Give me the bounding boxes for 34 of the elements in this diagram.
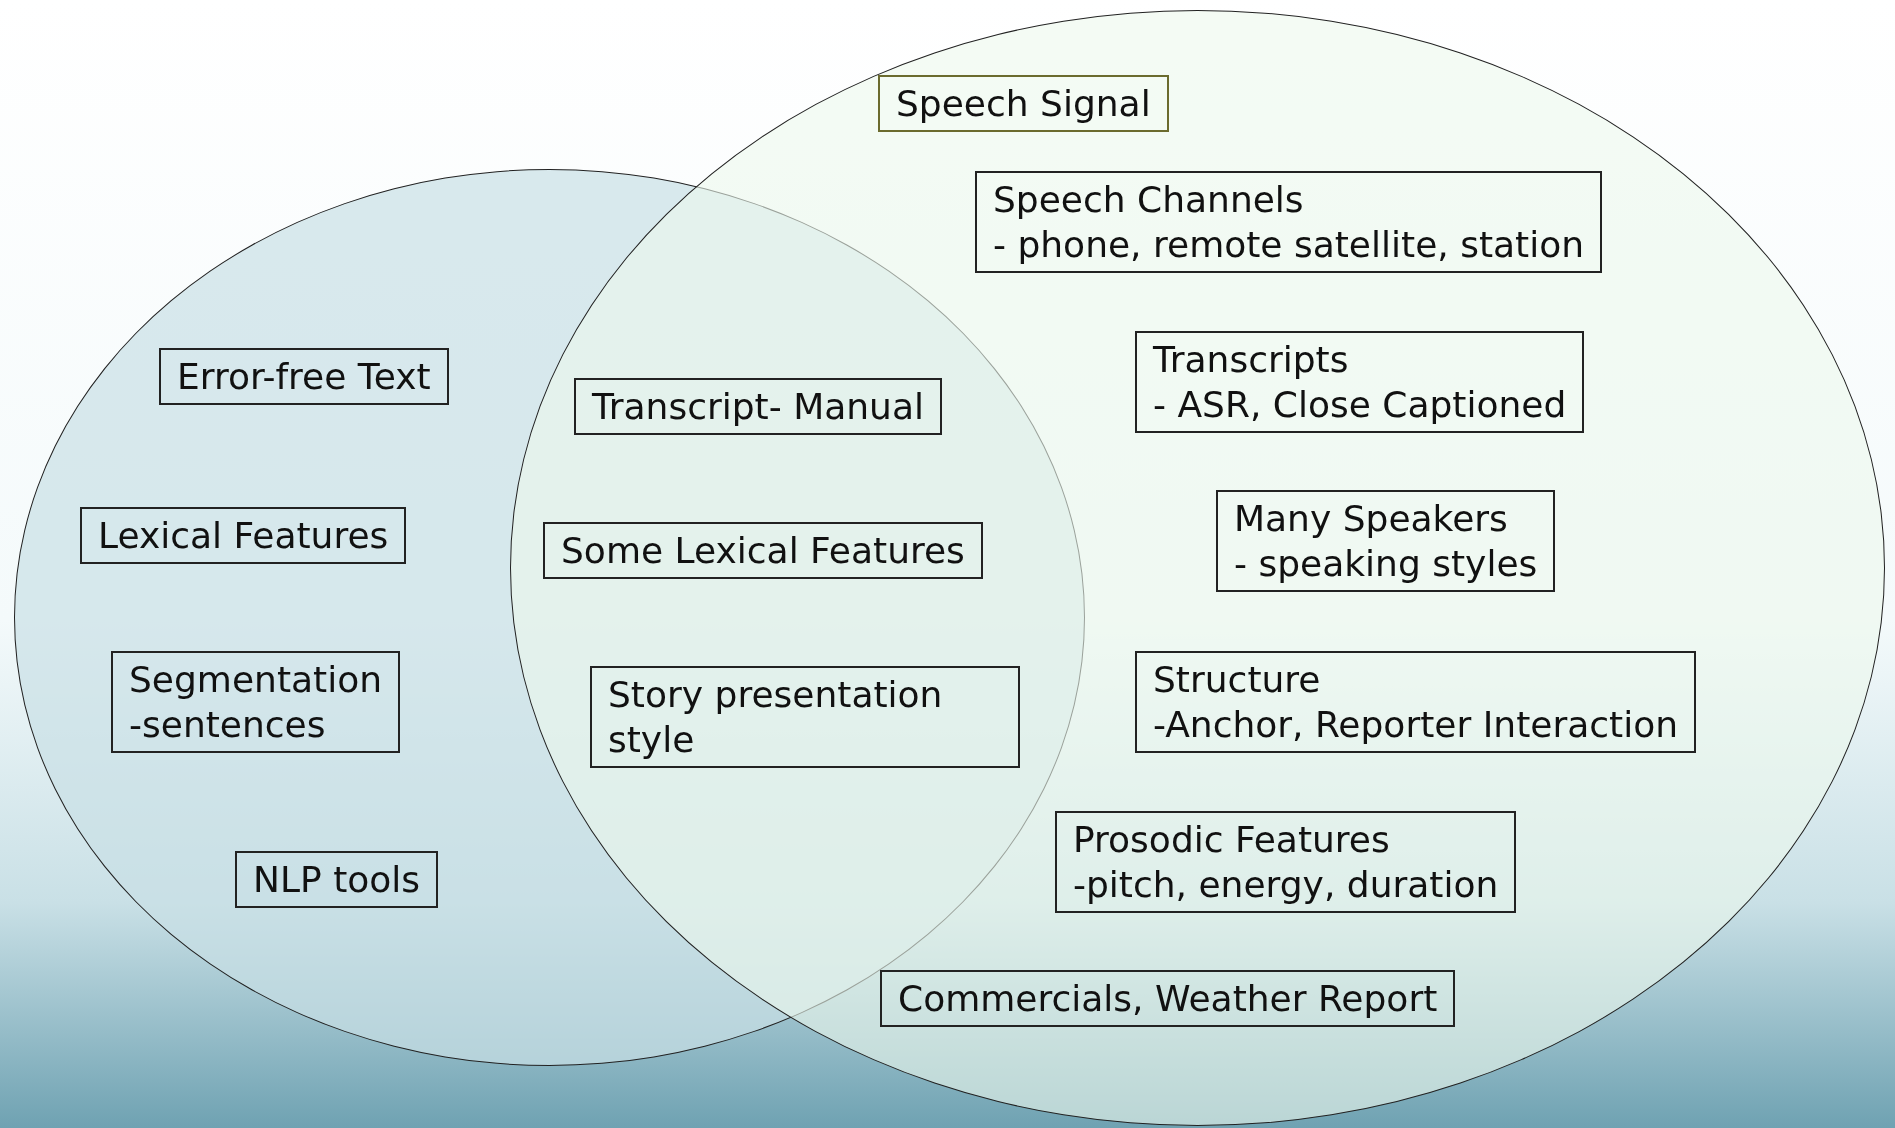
box-heading: Structure [1153,658,1322,702]
feature-box [574,378,942,435]
box-heading: NLP tools [253,858,421,902]
feature-box [878,75,1169,132]
feature-box [1055,811,1517,913]
box-detail: -Anchor, Reporter Interaction [1153,703,1678,747]
box-detail: -pitch, energy, duration [1073,863,1499,907]
feature-box [880,970,1456,1027]
box-heading: Error-free Text [177,355,431,399]
box-heading: Many Speakers [1234,497,1509,541]
feature-box [159,348,449,405]
feature-box [111,651,401,753]
box-heading: Lexical Features [98,514,389,558]
feature-box [975,171,1603,273]
box-heading: Story presentation style [608,673,944,762]
box-heading: Transcripts [1153,338,1350,382]
box-heading: Prosodic Features [1073,818,1391,862]
feature-box [235,851,439,908]
box-detail: - ASR, Close Captioned [1153,383,1567,427]
feature-box [1135,651,1696,753]
box-heading: Transcript- Manual [592,385,924,429]
box-heading: Some Lexical Features [561,529,965,573]
feature-box [80,507,407,564]
feature-box [543,522,983,579]
box-detail: - speaking styles [1234,542,1538,586]
box-heading: Commercials, Weather Report [898,977,1438,1021]
box-detail: - phone, remote satellite, station [993,223,1585,267]
box-heading: Speech Channels [993,178,1305,222]
box-heading: Segmentation [129,658,383,702]
feature-box [590,666,1020,768]
feature-box [1216,490,1556,592]
box-detail: -sentences [129,703,327,747]
feature-box [1135,331,1585,433]
box-heading: Speech Signal [896,82,1151,126]
